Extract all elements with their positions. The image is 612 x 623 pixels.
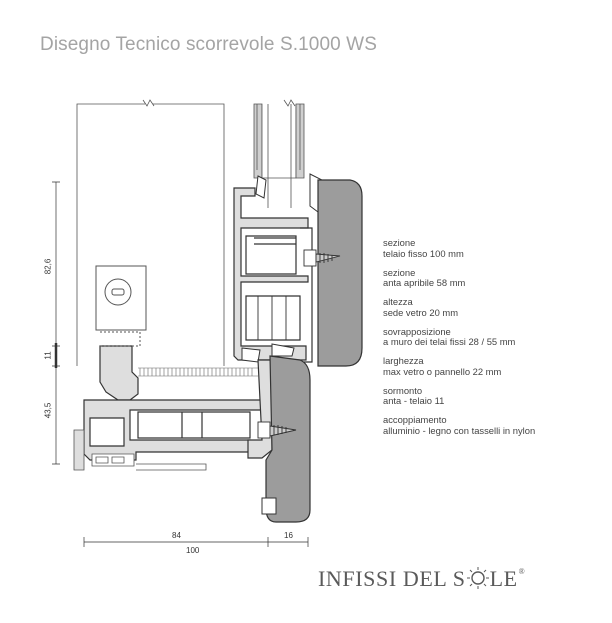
dim-label-100: 100 — [186, 546, 200, 555]
spec-value: sede vetro 20 mm — [383, 306, 459, 318]
nylon-screw-upper — [303, 249, 341, 267]
spec-overlap-sash: sormonto anta - telaio 11 — [383, 384, 603, 407]
spec-coupling: accoppiamento alluminio - legno con tass… — [383, 415, 603, 436]
base-trim — [73, 429, 207, 471]
spec-overlap: sovrapposizione a muro dei telai fissi 2… — [383, 325, 603, 348]
sash-profile-upper — [233, 187, 313, 363]
spec-label: accoppiamento — [383, 414, 447, 426]
specification-list: sezione telaio fisso 100 mm sezione anta… — [383, 237, 603, 445]
dim-label-84: 84 — [172, 531, 181, 540]
brush-seal — [138, 367, 258, 377]
dim-label-11: 11 — [43, 351, 53, 360]
spec-label: sormonto — [383, 384, 423, 396]
registered-mark: ® — [518, 567, 526, 576]
lock-knob-icon — [95, 265, 147, 347]
spec-sash-section: sezione anta apribile 58 mm — [383, 266, 603, 289]
spec-value: max vetro o pannello 22 mm — [383, 365, 502, 377]
sun-icon — [466, 567, 489, 589]
spec-value: a muro dei telai fissi 28 / 55 mm — [383, 336, 516, 348]
spec-label: larghezza — [383, 355, 424, 367]
dim-label-82-6: 82,6 — [43, 258, 53, 275]
spec-label: sezione — [383, 237, 416, 248]
spec-label: sovrapposizione — [383, 325, 451, 337]
frame-profile-lower — [83, 345, 263, 461]
vertical-dimension-line — [52, 181, 60, 465]
spec-glass-width: larghezza max vetro o pannello 22 mm — [383, 356, 603, 377]
brand-text-1: INFISSI DEL S — [318, 566, 466, 591]
nylon-screw-lower — [257, 421, 297, 439]
horizontal-dimension-line — [83, 537, 309, 547]
spec-value: anta - telaio 11 — [383, 395, 445, 407]
end-cap — [261, 497, 277, 515]
spec-value: telaio fisso 100 mm — [383, 247, 464, 259]
dim-label-16: 16 — [284, 531, 293, 540]
dim-label-43-5: 43,5 — [43, 402, 53, 419]
spec-frame-section: sezione telaio fisso 100 mm — [383, 237, 603, 259]
fixed-frame-outline — [76, 99, 225, 366]
spec-label: altezza — [383, 296, 413, 308]
drawing-title: Disegno Tecnico scorrevole S.1000 WS — [40, 34, 377, 55]
brand-text-2: LE — [489, 566, 518, 591]
brand-logo: INFISSI DEL S LE® — [318, 566, 525, 592]
wood-cover-lower — [265, 355, 311, 523]
spec-value: alluminio - legno con tasselli in nylon — [383, 425, 536, 437]
spec-glass-height: altezza sede vetro 20 mm — [383, 297, 603, 318]
wood-cover-upper — [317, 179, 363, 367]
glass-pane — [253, 99, 305, 208]
spec-value: anta apribile 58 mm — [383, 277, 466, 289]
spec-label: sezione — [383, 266, 416, 278]
